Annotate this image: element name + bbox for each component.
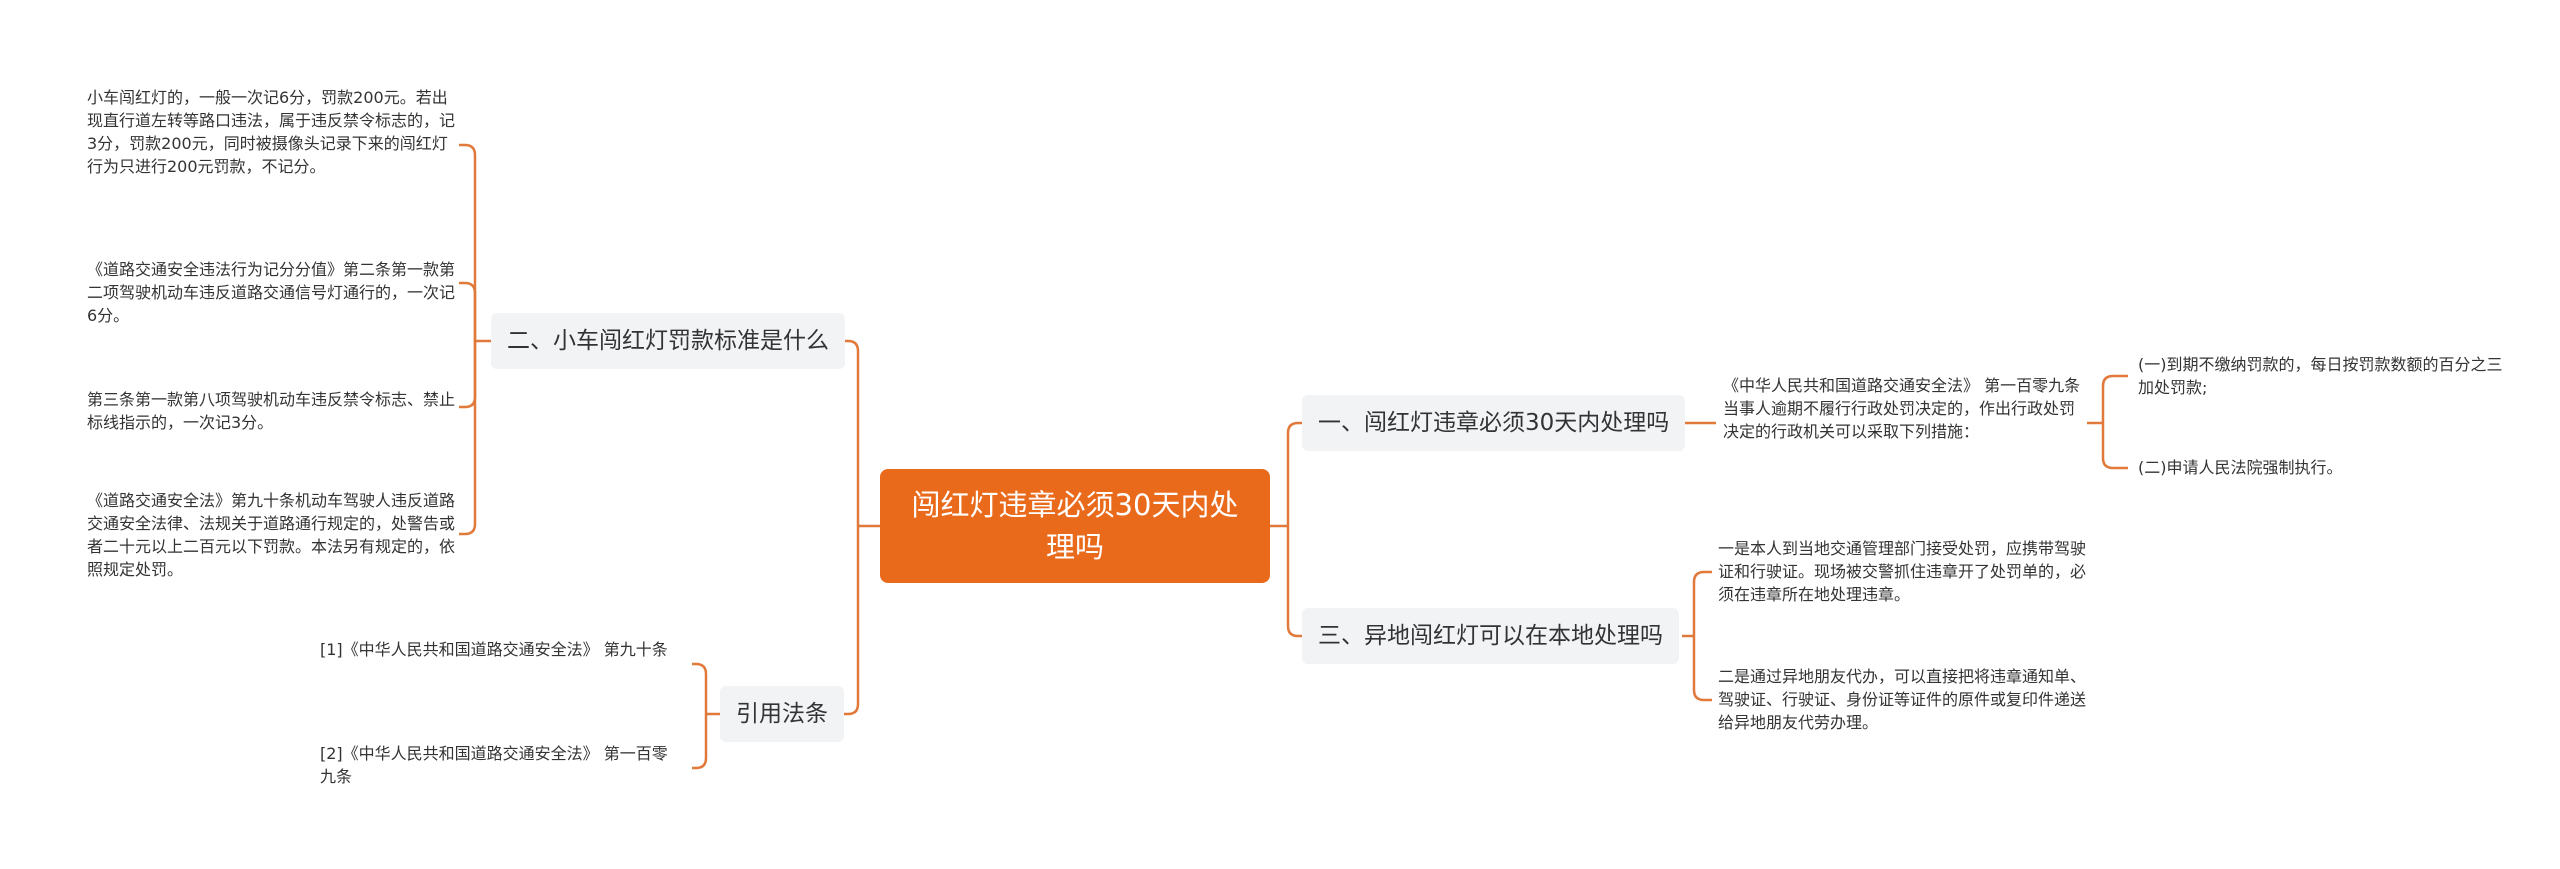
root-topic-label: 闯红灯违章必须30天内处理吗 <box>911 488 1239 564</box>
leaf-citation-1: [1]《中华人民共和国道路交通安全法》 第九十条 <box>320 640 668 659</box>
branch-remote-handling[interactable]: 三、异地闯红灯可以在本地处理吗 <box>1302 608 1679 664</box>
branch-label: 三、异地闯红灯可以在本地处理吗 <box>1318 623 1663 649</box>
branch-penalty-standard[interactable]: 二、小车闯红灯罚款标准是什么 <box>491 313 845 369</box>
leaf-option-friend-proxy: 二是通过异地朋友代办，可以直接把将违章通知单、驾驶证、行驶证、身份证等证件的原件… <box>1718 667 2087 732</box>
root-right-link-1 <box>1286 526 1302 638</box>
right-b1-mid-link-0 <box>2101 374 2128 423</box>
branch-label: 一、闯红灯违章必须30天内处理吗 <box>1318 410 1670 436</box>
branch-30-days[interactable]: 一、闯红灯违章必须30天内处理吗 <box>1302 395 1686 451</box>
root-left-link-1 <box>842 526 860 716</box>
root-left-link-0 <box>842 339 860 526</box>
leaf-traffic-law-art90: 《道路交通安全法》第九十条机动车驾驶人违反道路交通安全法律、法规关于道路通行规定… <box>87 491 456 579</box>
left-b1-link-0 <box>459 143 477 341</box>
left-b2-link-1 <box>692 714 708 770</box>
leaf-measure-1: (一)到期不缴纳罚款的，每日按罚款数额的百分之三加处罚款; <box>2138 355 2503 397</box>
right-b2-link-0 <box>1692 570 1712 636</box>
leaf-citation-2: [2]《中华人民共和国道路交通安全法》 第一百零九条 <box>320 744 668 786</box>
branch-cited-laws[interactable]: 引用法条 <box>720 686 844 742</box>
root-right-link-0 <box>1286 421 1302 526</box>
leaf-penalty-summary: 小车闯红灯的，一般一次记6分，罚款200元。若出现直行道左转等路口违法，属于违反… <box>87 88 456 176</box>
leaf-law-art109: 《中华人民共和国道路交通安全法》 第一百零九条当事人逾期不履行行政处罚决定的，作… <box>1723 376 2081 441</box>
leaf-scoring-rule-3: 第三条第一款第八项驾驶机动车违反禁令标志、禁止标线指示的，一次记3分。 <box>87 390 456 432</box>
leaf-scoring-rule-2: 《道路交通安全违法行为记分分值》第二条第一款第二项驾驶机动车违反道路交通信号灯通… <box>87 260 456 325</box>
leaf-measure-2: (二)申请人民法院强制执行。 <box>2138 458 2343 477</box>
branch-label: 引用法条 <box>736 701 828 727</box>
left-b1-link-3 <box>459 341 477 536</box>
right-b2-link-1 <box>1692 636 1712 702</box>
root-topic[interactable]: 闯红灯违章必须30天内处理吗 <box>880 469 1270 583</box>
right-b1-mid-link-1 <box>2101 423 2128 470</box>
left-b2-link-0 <box>692 662 708 714</box>
branch-label: 二、小车闯红灯罚款标准是什么 <box>507 328 829 354</box>
leaf-option-in-person: 一是本人到当地交通管理部门接受处罚，应携带驾驶证和行驶证。现场被交警抓住违章开了… <box>1718 539 2087 604</box>
left-b1-link-2 <box>459 341 477 409</box>
left-b1-link-1 <box>459 281 477 341</box>
